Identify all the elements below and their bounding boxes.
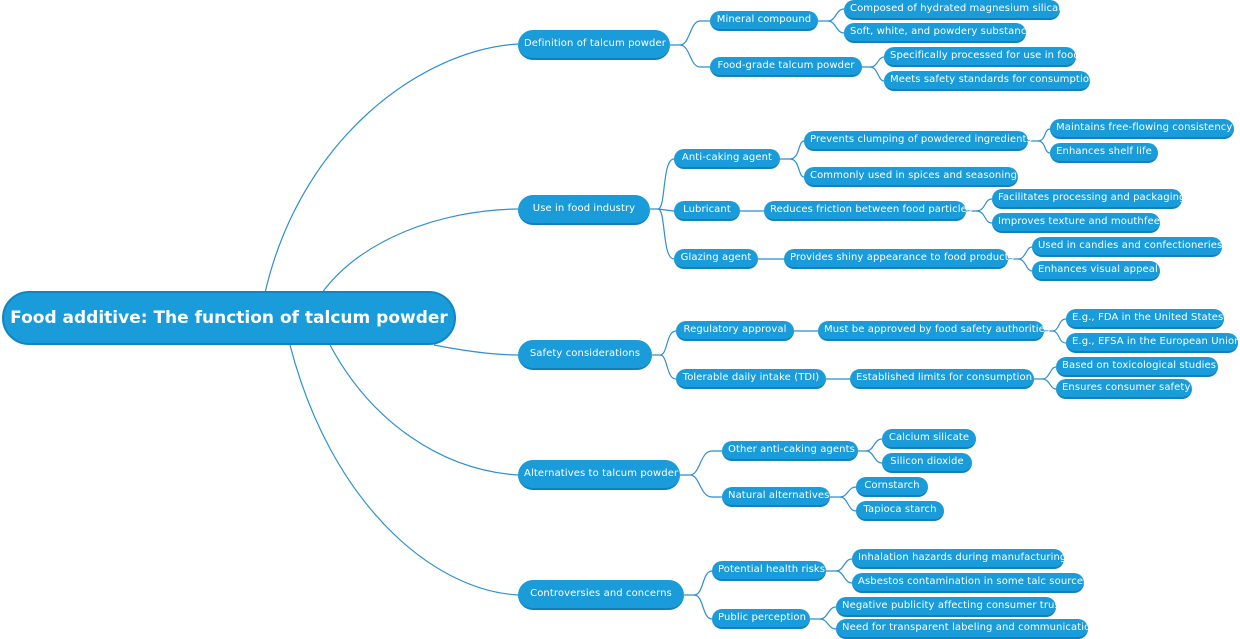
subtopic-improves-texture[interactable]: Improves texture and mouthfeel (992, 213, 1163, 233)
subtopic-toxicological-studies[interactable]: Based on toxicological studies (1056, 357, 1218, 377)
subtopic-consumer-safety[interactable]: Ensures consumer safety (1056, 379, 1192, 399)
subtopic-visual-appeal[interactable]: Enhances visual appeal (1032, 261, 1160, 281)
subtopic-processed-for-food[interactable]: Specifically processed for use in food (884, 47, 1080, 67)
subtopic-food-grade-talcum[interactable]: Food-grade talcum powder (710, 57, 862, 77)
subtopic-regulatory-approval[interactable]: Regulatory approval (676, 321, 794, 341)
subtopic-transparent-labeling[interactable]: Need for transparent labeling and commun… (836, 619, 1097, 639)
topic-controversies[interactable]: Controversies and concerns (518, 580, 684, 610)
subtopic-free-flowing[interactable]: Maintains free-flowing consistency (1050, 119, 1234, 139)
subtopic-mineral-compound[interactable]: Mineral compound (710, 11, 818, 31)
topic-definition[interactable]: Definition of talcum powder (518, 30, 670, 60)
subtopic-meets-safety-standards[interactable]: Meets safety standards for consumption (884, 71, 1095, 91)
subtopic-hydrated-magnesium-silicate[interactable]: Composed of hydrated magnesium silicate (844, 0, 1068, 20)
subtopic-silicon-dioxide[interactable]: Silicon dioxide (882, 453, 972, 473)
subtopic-cornstarch[interactable]: Cornstarch (856, 477, 928, 497)
subtopic-tdi[interactable]: Tolerable daily intake (TDI) (676, 369, 826, 389)
root-topic[interactable]: Food additive: The function of talcum po… (2, 291, 456, 345)
subtopic-efsa[interactable]: E.g., EFSA in the European Union (1066, 333, 1240, 353)
topic-safety-considerations[interactable]: Safety considerations (518, 340, 652, 370)
subtopic-inhalation-hazards[interactable]: Inhalation hazards during manufacturing (852, 549, 1066, 569)
subtopic-anti-caking-agent[interactable]: Anti-caking agent (674, 149, 780, 169)
subtopic-negative-publicity[interactable]: Negative publicity affecting consumer tr… (836, 597, 1064, 617)
subtopic-glazing-agent[interactable]: Glazing agent (674, 249, 758, 269)
topic-use-in-food-industry[interactable]: Use in food industry (518, 195, 650, 225)
subtopic-natural-alternatives[interactable]: Natural alternatives (722, 487, 830, 507)
subtopic-enhances-shelf-life[interactable]: Enhances shelf life (1050, 143, 1158, 163)
subtopic-lubricant[interactable]: Lubricant (674, 201, 740, 221)
subtopic-shiny-appearance[interactable]: Provides shiny appearance to food produc… (784, 249, 1014, 269)
subtopic-asbestos-contamination[interactable]: Asbestos contamination in some talc sour… (852, 573, 1088, 593)
topic-alternatives[interactable]: Alternatives to talcum powder (518, 460, 680, 490)
subtopic-food-safety-authorities[interactable]: Must be approved by food safety authorit… (818, 321, 1050, 341)
subtopic-fda[interactable]: E.g., FDA in the United States (1066, 309, 1224, 329)
subtopic-tapioca-starch[interactable]: Tapioca starch (856, 501, 944, 521)
subtopic-soft-white-powdery[interactable]: Soft, white, and powdery substance (844, 23, 1033, 43)
subtopic-health-risks[interactable]: Potential health risks (712, 561, 826, 581)
subtopic-spices-seasonings[interactable]: Commonly used in spices and seasonings (804, 167, 1022, 187)
subtopic-candies-confectioneries[interactable]: Used in candies and confectioneries (1032, 237, 1222, 257)
subtopic-public-perception[interactable]: Public perception (712, 609, 810, 629)
subtopic-prevents-clumping[interactable]: Prevents clumping of powdered ingredient… (804, 131, 1032, 151)
subtopic-calcium-silicate[interactable]: Calcium silicate (882, 429, 976, 449)
subtopic-reduces-friction[interactable]: Reduces friction between food particles (764, 201, 972, 221)
subtopic-established-limits[interactable]: Established limits for consumption (850, 369, 1034, 389)
subtopic-other-anti-caking[interactable]: Other anti-caking agents (722, 441, 858, 461)
subtopic-facilitates-processing[interactable]: Facilitates processing and packaging (992, 189, 1185, 209)
